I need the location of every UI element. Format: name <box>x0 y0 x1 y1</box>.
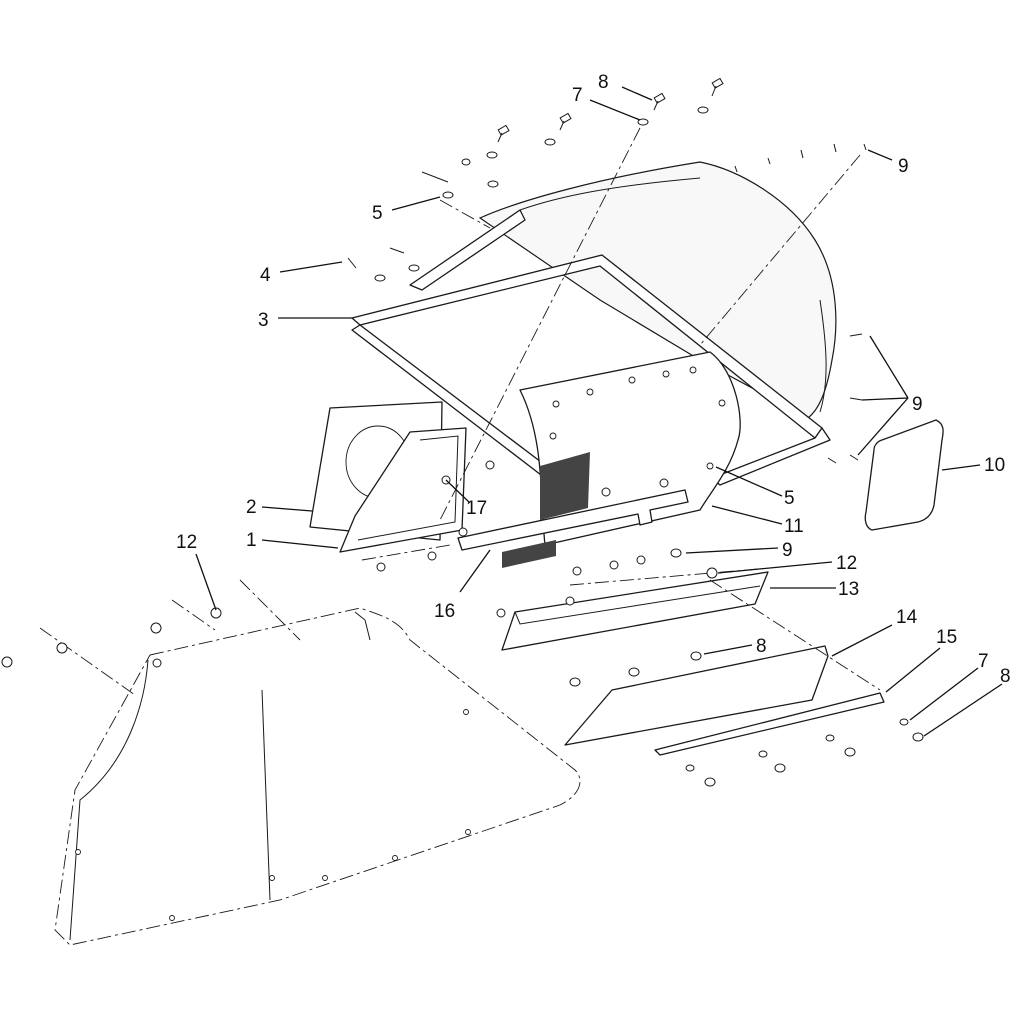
callout-11: 11 <box>784 516 804 537</box>
callout-2: 2 <box>246 497 257 518</box>
hood-side-edge <box>819 299 827 413</box>
plate-1 <box>339 427 467 553</box>
callout-9: 9 <box>782 540 793 561</box>
lower-panel-assembly <box>54 607 581 946</box>
frame-right-wall <box>711 427 831 486</box>
bracket-13 <box>501 571 769 651</box>
side-cover <box>864 419 944 531</box>
bolt-icon <box>653 92 666 111</box>
bolt-icon <box>711 77 724 97</box>
panel-14 <box>564 645 829 746</box>
callout-14: 14 <box>896 607 918 628</box>
grille-lower <box>502 540 556 568</box>
callout-15: 15 <box>936 627 957 648</box>
hood-front-edge <box>519 177 701 211</box>
callout-13: 13 <box>838 579 859 600</box>
grille-upper <box>540 452 590 520</box>
callout-9: 9 <box>898 156 909 177</box>
callout-9: 9 <box>912 394 923 415</box>
callout-17: 17 <box>466 498 487 519</box>
strip-15 <box>654 692 885 756</box>
callout-5: 5 <box>372 203 383 224</box>
callout-1: 1 <box>246 530 257 551</box>
bracket-16 <box>457 489 689 551</box>
callout-8: 8 <box>1000 666 1011 687</box>
callout-labels: 8 7 9 5 4 3 9 10 2 17 5 1 11 12 9 12 13 … <box>176 72 1011 687</box>
callout-4: 4 <box>260 265 271 286</box>
leader-lines <box>195 86 1003 737</box>
hood-shroud <box>478 161 837 419</box>
callout-8: 8 <box>756 636 767 657</box>
callout-12: 12 <box>176 532 197 553</box>
callout-5: 5 <box>784 488 795 509</box>
callout-7: 7 <box>978 651 989 672</box>
bolt-icon <box>497 124 510 143</box>
callout-10: 10 <box>984 455 1005 476</box>
bolt-icon <box>559 112 572 131</box>
fasteners <box>1 77 924 787</box>
callout-16: 16 <box>434 601 455 622</box>
callout-8: 8 <box>598 72 609 93</box>
callout-12: 12 <box>836 553 857 574</box>
callout-3: 3 <box>258 310 269 331</box>
callout-7: 7 <box>572 85 583 106</box>
frame-window <box>409 209 526 291</box>
